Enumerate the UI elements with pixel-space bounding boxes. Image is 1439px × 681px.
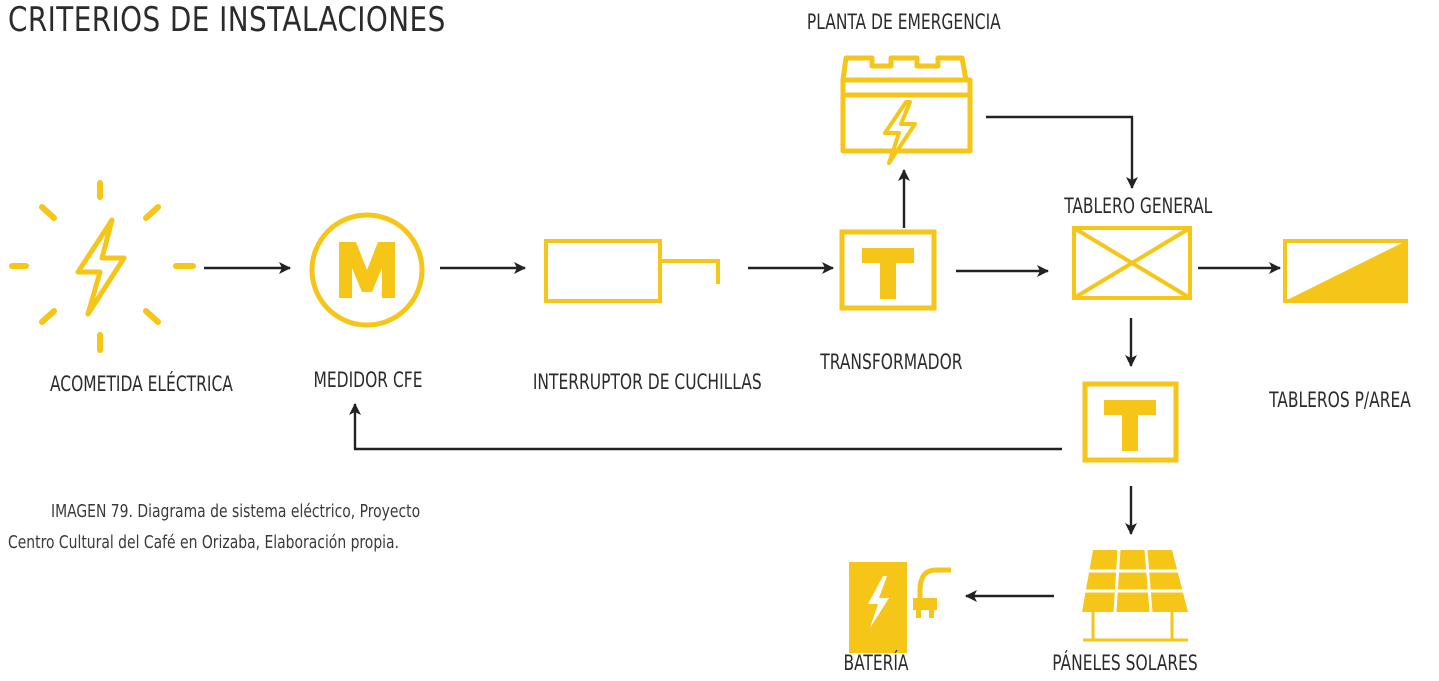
tableros-area-label: TABLEROS P/AREA	[1269, 388, 1411, 412]
page-title: CRITERIOS DE INSTALACIONES	[8, 0, 446, 40]
transformador-label: TRANSFORMADOR	[820, 350, 963, 374]
acometida-label: ACOMETIDA ELÉCTRICA	[50, 372, 233, 396]
battery-generator-icon	[840, 55, 973, 165]
general-panel-x-icon	[1072, 226, 1192, 300]
lightning-sun-icon	[9, 180, 196, 353]
flow-arrows	[204, 115, 1281, 602]
figure-caption: IMAGEN 79. Diagrama de sistema eléctrico…	[8, 496, 420, 558]
arrow-planta-tablero	[986, 115, 1138, 189]
tablero-general-label: TABLERO GENERAL	[1064, 194, 1213, 218]
meter-m-icon	[309, 212, 425, 328]
interruptor-label: INTERRUPTOR DE CUCHILLAS	[532, 370, 762, 394]
arrow-transformador2-medidor	[349, 403, 1062, 451]
area-panel-icon	[1283, 239, 1408, 303]
transformer-t-icon	[839, 229, 937, 311]
battery-plug-icon	[849, 562, 951, 653]
transformer-t-icon	[1082, 381, 1179, 463]
paneles-label: PÁNELES SOLARES	[1052, 651, 1198, 675]
knife-switch-icon	[544, 239, 720, 303]
caption-line-1: IMAGEN 79. Diagrama de sistema eléctrico…	[51, 501, 421, 522]
planta-label: PLANTA DE EMERGENCIA	[806, 10, 1001, 34]
bateria-label: BATERÍA	[843, 651, 909, 675]
medidor-label: MEDIDOR CFE	[313, 368, 423, 392]
solar-panel-icon	[1082, 549, 1188, 642]
caption-line-2: Centro Cultural del Café en Orizaba, Ela…	[8, 532, 399, 553]
